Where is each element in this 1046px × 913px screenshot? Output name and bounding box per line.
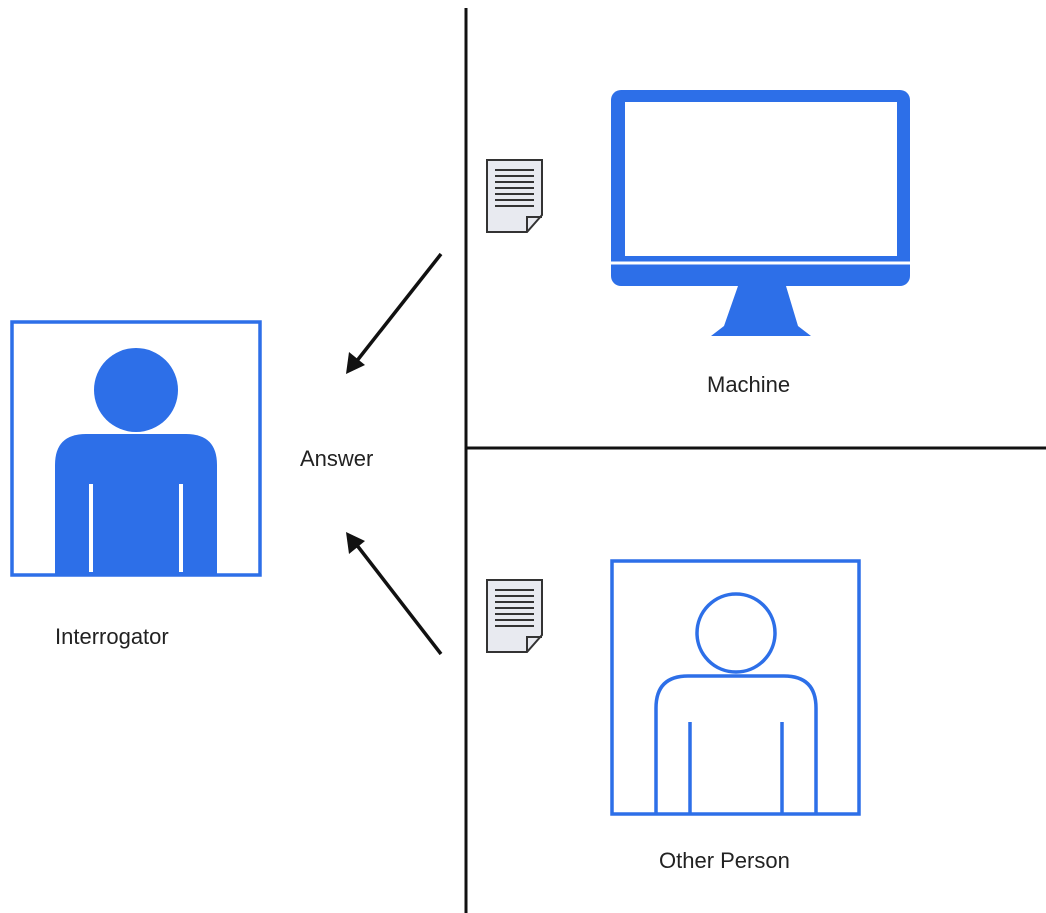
other-person-frame (610, 559, 861, 816)
answer-label: Answer (300, 446, 374, 471)
other-person-icon (610, 559, 861, 816)
interrogator-label: Interrogator (55, 624, 169, 649)
interrogator-head (94, 348, 178, 432)
other-person-label: Other Person (659, 848, 790, 873)
document-icon (486, 159, 543, 233)
answer-arrow-from-machine (346, 252, 443, 374)
monitor-icon (611, 90, 910, 336)
monitor-stand (711, 286, 811, 336)
interrogator-body (55, 434, 217, 575)
other-person-head (695, 592, 777, 674)
document-icon (486, 579, 543, 653)
machine-label: Machine (707, 372, 791, 397)
other-person-body (654, 674, 818, 813)
interrogator-icon (10, 320, 262, 577)
monitor-display-area (625, 102, 897, 256)
answer-arrow-from-person (346, 532, 443, 656)
